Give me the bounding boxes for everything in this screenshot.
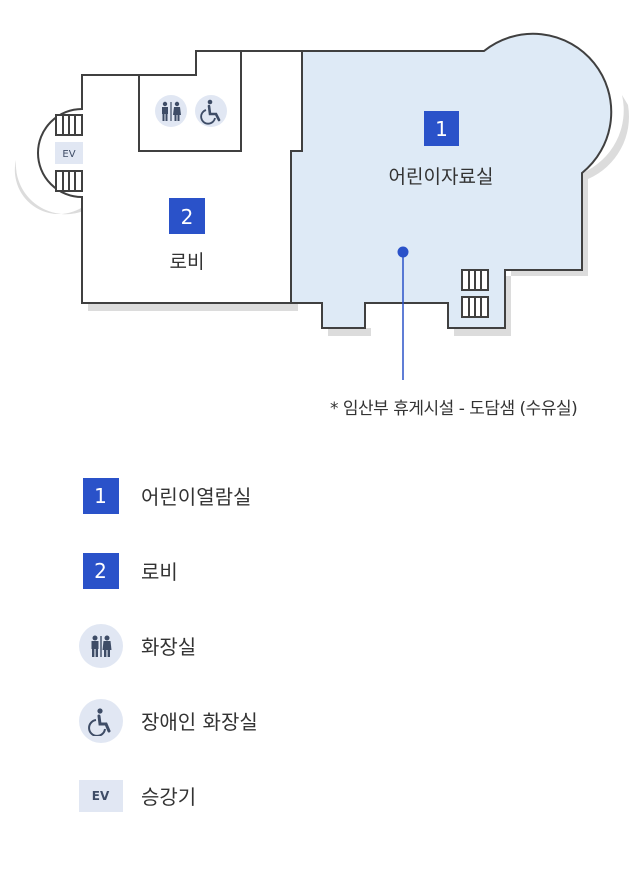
number-badge-icon: 2 xyxy=(82,552,119,589)
restroom-icon xyxy=(155,95,187,127)
restroom-area[interactable] xyxy=(138,51,242,152)
room-2-number: 2 xyxy=(181,205,194,229)
elevator-icon xyxy=(55,142,83,164)
room-1-name: 어린이자료실 xyxy=(389,166,494,188)
stairs-icon xyxy=(461,296,489,318)
nursing-room-note: * 임산부 휴게시설 - 도담샘 (수유실) xyxy=(330,399,578,419)
legend: 1 어린이열람실 2 로비 화장실 xyxy=(78,458,258,833)
legend-item-room-2: 2 로비 xyxy=(78,533,258,608)
room-1-area[interactable] xyxy=(290,32,613,329)
stairs-icon xyxy=(55,114,83,136)
stairs-icon xyxy=(461,269,489,291)
legend-item-accessible-restroom: 장애인 화장실 xyxy=(78,683,258,758)
wheelchair-icon xyxy=(78,698,123,743)
stairs-icon xyxy=(55,170,83,192)
room-1-badge xyxy=(424,111,459,146)
legend-item-room-1: 1 어린이열람실 xyxy=(78,458,258,533)
elevator-label: EV xyxy=(62,149,75,160)
room-1-number: 1 xyxy=(435,117,448,141)
legend-label: 화장실 xyxy=(141,635,197,659)
wheelchair-icon xyxy=(195,95,227,127)
legend-item-elevator: EV 승강기 xyxy=(78,758,258,833)
room-2-badge xyxy=(169,198,205,234)
legend-label: 로비 xyxy=(141,560,178,584)
legend-label: 어린이열람실 xyxy=(141,485,252,509)
legend-item-restroom: 화장실 xyxy=(78,608,258,683)
floor-plan: EV 1 어린이자료실 2 로비 xyxy=(14,32,629,380)
room-2-name: 로비 xyxy=(170,251,205,273)
elevator-icon: EV xyxy=(78,779,123,812)
legend-label: 장애인 화장실 xyxy=(141,710,258,734)
number-badge-icon: 1 xyxy=(82,477,119,514)
legend-label: 승강기 xyxy=(141,785,197,809)
restroom-icon xyxy=(78,623,123,668)
